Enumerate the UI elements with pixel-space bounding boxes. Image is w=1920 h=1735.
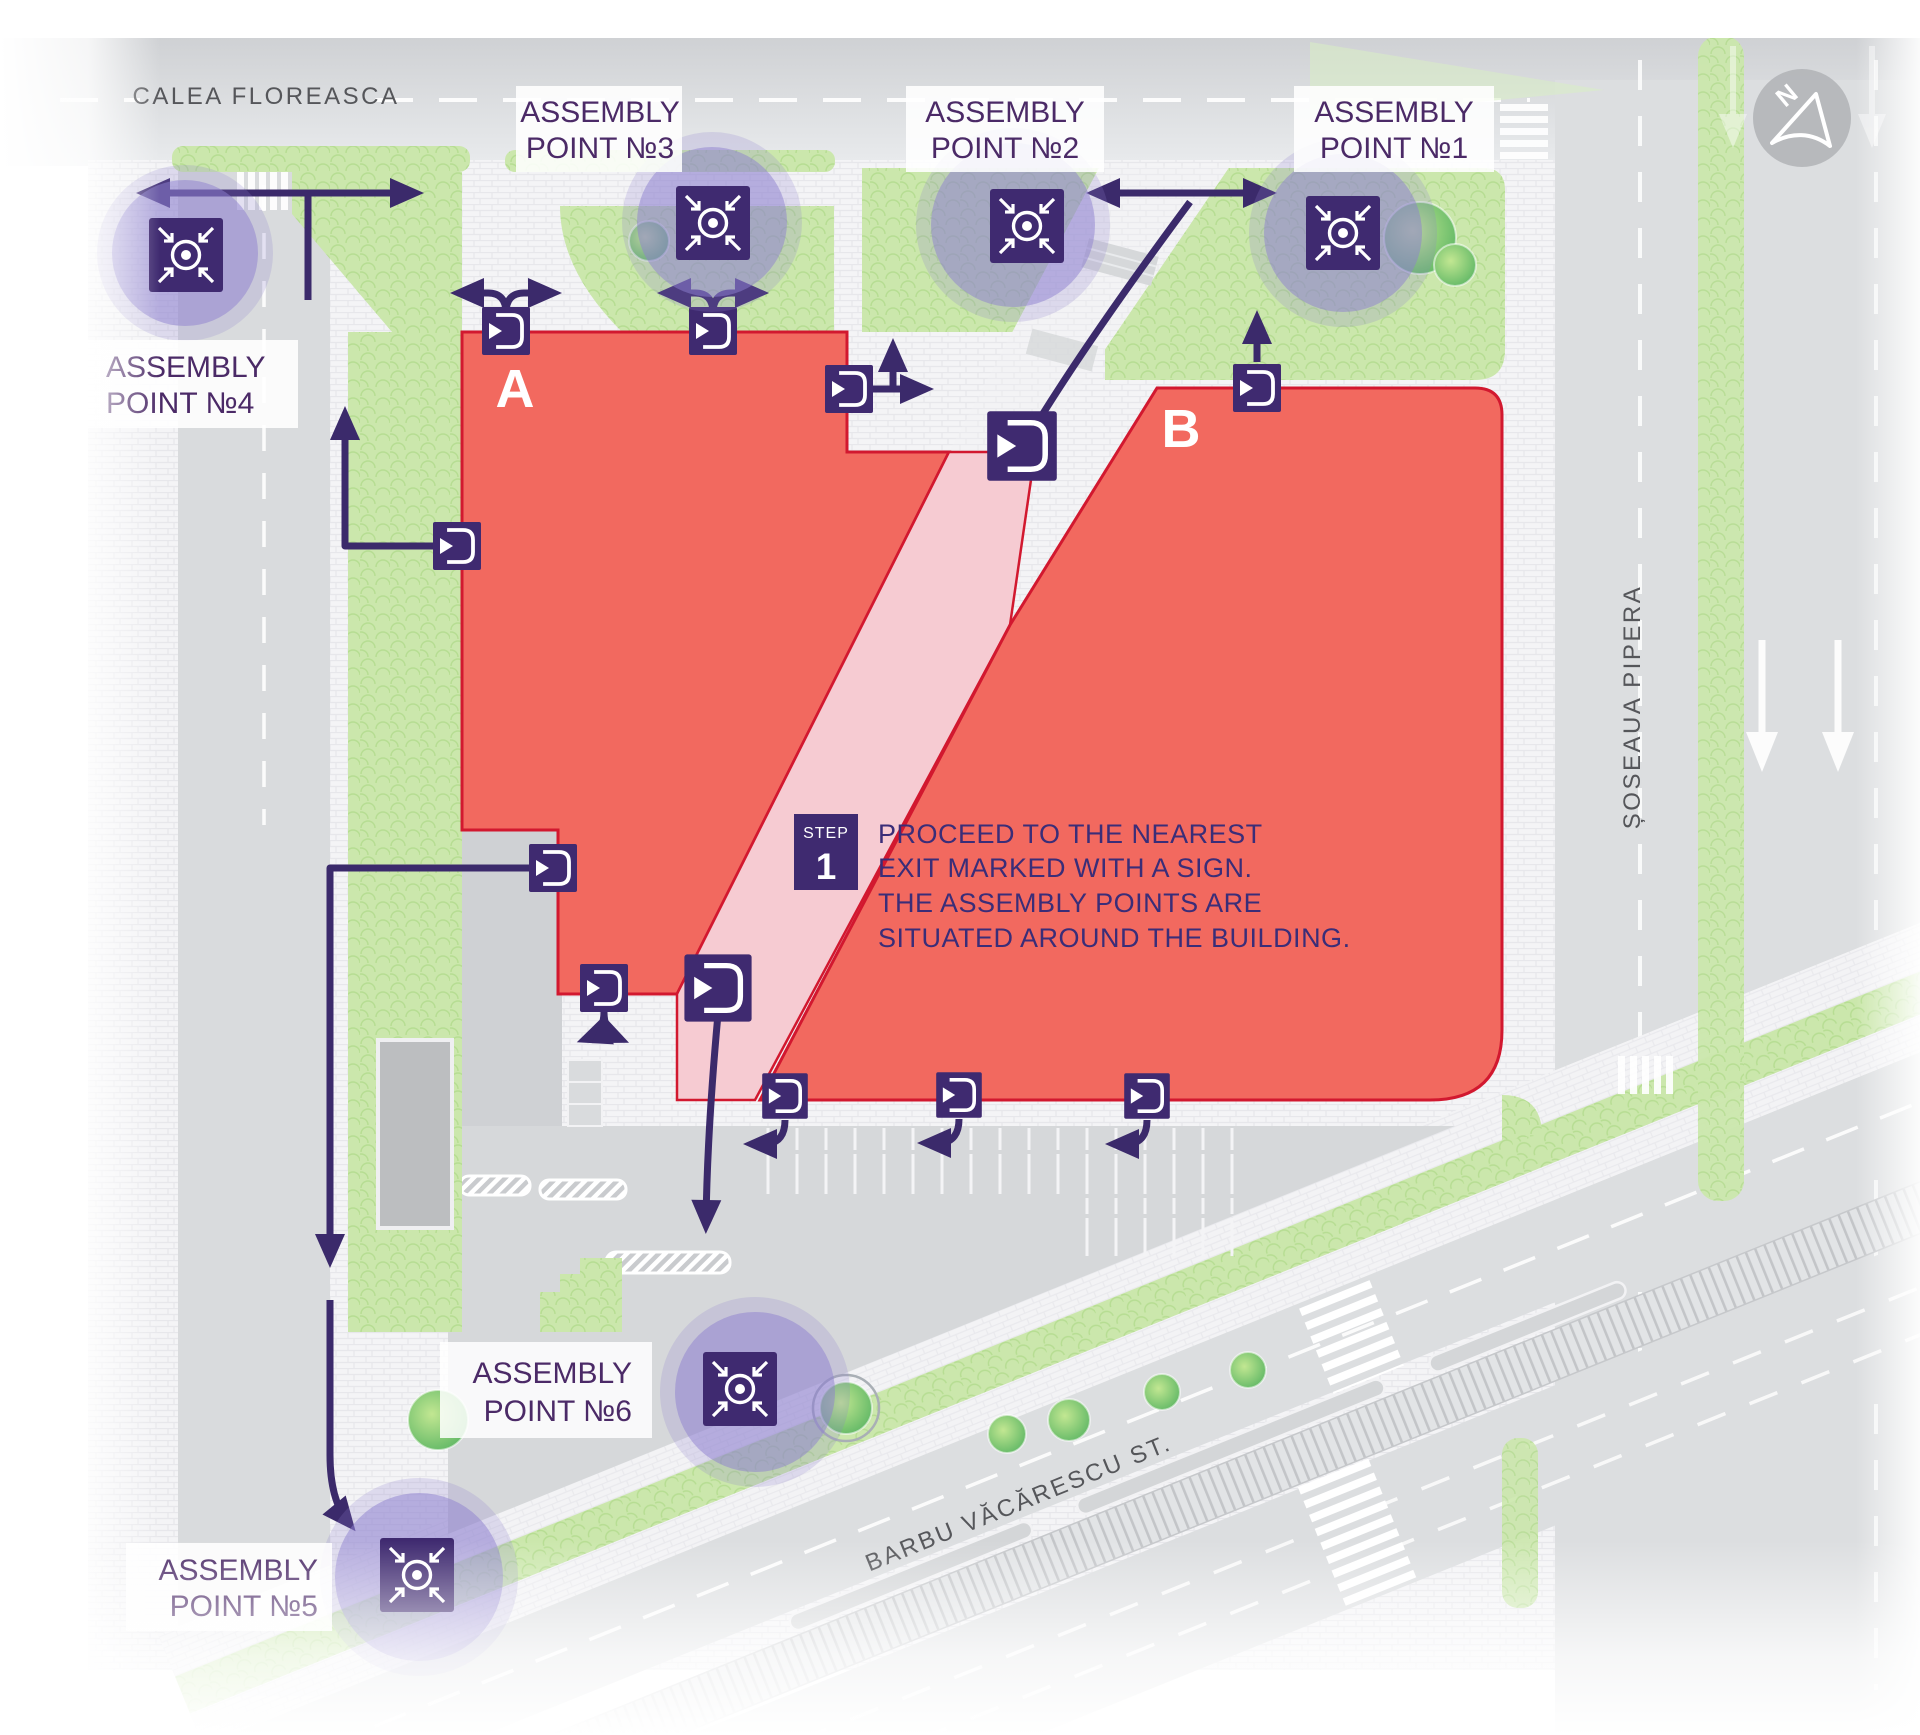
assembly-point-6 — [660, 1297, 850, 1487]
svg-text:ASSEMBLY: ASSEMBLY — [472, 1357, 632, 1390]
lane-direction-arrows — [1746, 640, 1854, 772]
svg-text:EXIT MARKED WITH A SIGN.: EXIT MARKED WITH A SIGN. — [878, 853, 1253, 883]
assembly-point-1-label: ASSEMBLY POINT №1 — [1294, 86, 1494, 172]
svg-text:SITUATED AROUND THE BUILDING.: SITUATED AROUND THE BUILDING. — [878, 923, 1351, 953]
assembly-point-6-label: ASSEMBLY POINT №6 — [440, 1342, 652, 1438]
edge-fade-bottom — [0, 1540, 1920, 1735]
exit-door-icon — [684, 954, 751, 1021]
edge-fade-left — [0, 0, 160, 1735]
exit-door-icon — [1122, 1071, 1172, 1121]
svg-text:ASSEMBLY: ASSEMBLY — [520, 96, 680, 129]
parking-structure — [376, 1038, 454, 1230]
svg-text:POINT №6: POINT №6 — [484, 1395, 632, 1428]
svg-text:POINT №2: POINT №2 — [931, 132, 1079, 165]
svg-text:ASSEMBLY: ASSEMBLY — [925, 96, 1085, 129]
edge-top — [0, 0, 1920, 38]
svg-text:PROCEED TO THE NEAREST: PROCEED TO THE NEAREST — [878, 819, 1263, 849]
street-label-soseaua-pipera: ȘOSEAUA PIPERA — [1619, 585, 1646, 829]
step-badge: STEP 1 — [794, 814, 858, 890]
assembly-point-3 — [622, 132, 802, 312]
exit-door-icon — [987, 411, 1057, 481]
exit-door-icon — [934, 1070, 984, 1120]
north-compass-icon: N — [1753, 69, 1851, 167]
assembly-point-icon — [701, 1350, 779, 1428]
assembly-point-icon — [988, 187, 1066, 265]
assembly-point-3-label: ASSEMBLY POINT №3 — [516, 86, 682, 172]
svg-text:THE ASSEMBLY POINTS ARE: THE ASSEMBLY POINTS ARE — [878, 888, 1262, 918]
svg-text:POINT №1: POINT №1 — [1320, 132, 1468, 165]
assembly-point-icon — [1304, 194, 1382, 272]
svg-text:POINT №3: POINT №3 — [526, 132, 674, 165]
crosswalk-bars — [1500, 104, 1673, 1094]
instruction-text: PROCEED TO THE NEAREST EXIT MARKED WITH … — [878, 819, 1351, 953]
svg-text:ASSEMBLY: ASSEMBLY — [1314, 96, 1474, 129]
exit-door-icon — [578, 962, 630, 1014]
exit-door-icon — [687, 305, 739, 357]
edge-fade-right — [1856, 0, 1920, 1735]
evacuation-routes — [136, 178, 1277, 1532]
assembly-point-2-label: ASSEMBLY POINT №2 — [906, 86, 1104, 172]
step-number: 1 — [816, 846, 837, 887]
pedestrian-hatch-strips — [458, 1174, 732, 1275]
building-b-label: B — [1162, 399, 1201, 459]
building-b — [757, 386, 1504, 1102]
building-a-label: A — [496, 359, 535, 419]
exit-door-icon — [431, 520, 483, 572]
exit-door-icon — [823, 363, 875, 415]
exit-door-icon — [1231, 362, 1283, 414]
stairs — [567, 1059, 603, 1127]
exit-door-icon — [480, 305, 532, 357]
assembly-point-icon — [147, 216, 225, 294]
assembly-point-1 — [1249, 139, 1437, 327]
exit-door-icon — [760, 1071, 810, 1121]
building-complex: A B — [460, 330, 1504, 1102]
exit-door-icon — [527, 842, 579, 894]
step-label: STEP — [803, 825, 849, 842]
assembly-point-icon — [674, 184, 752, 262]
assembly-point-2 — [916, 128, 1110, 322]
crosswalk — [1296, 1273, 1404, 1394]
street-label-calea-floreasca: CALEA FLOREASCA — [133, 83, 400, 110]
